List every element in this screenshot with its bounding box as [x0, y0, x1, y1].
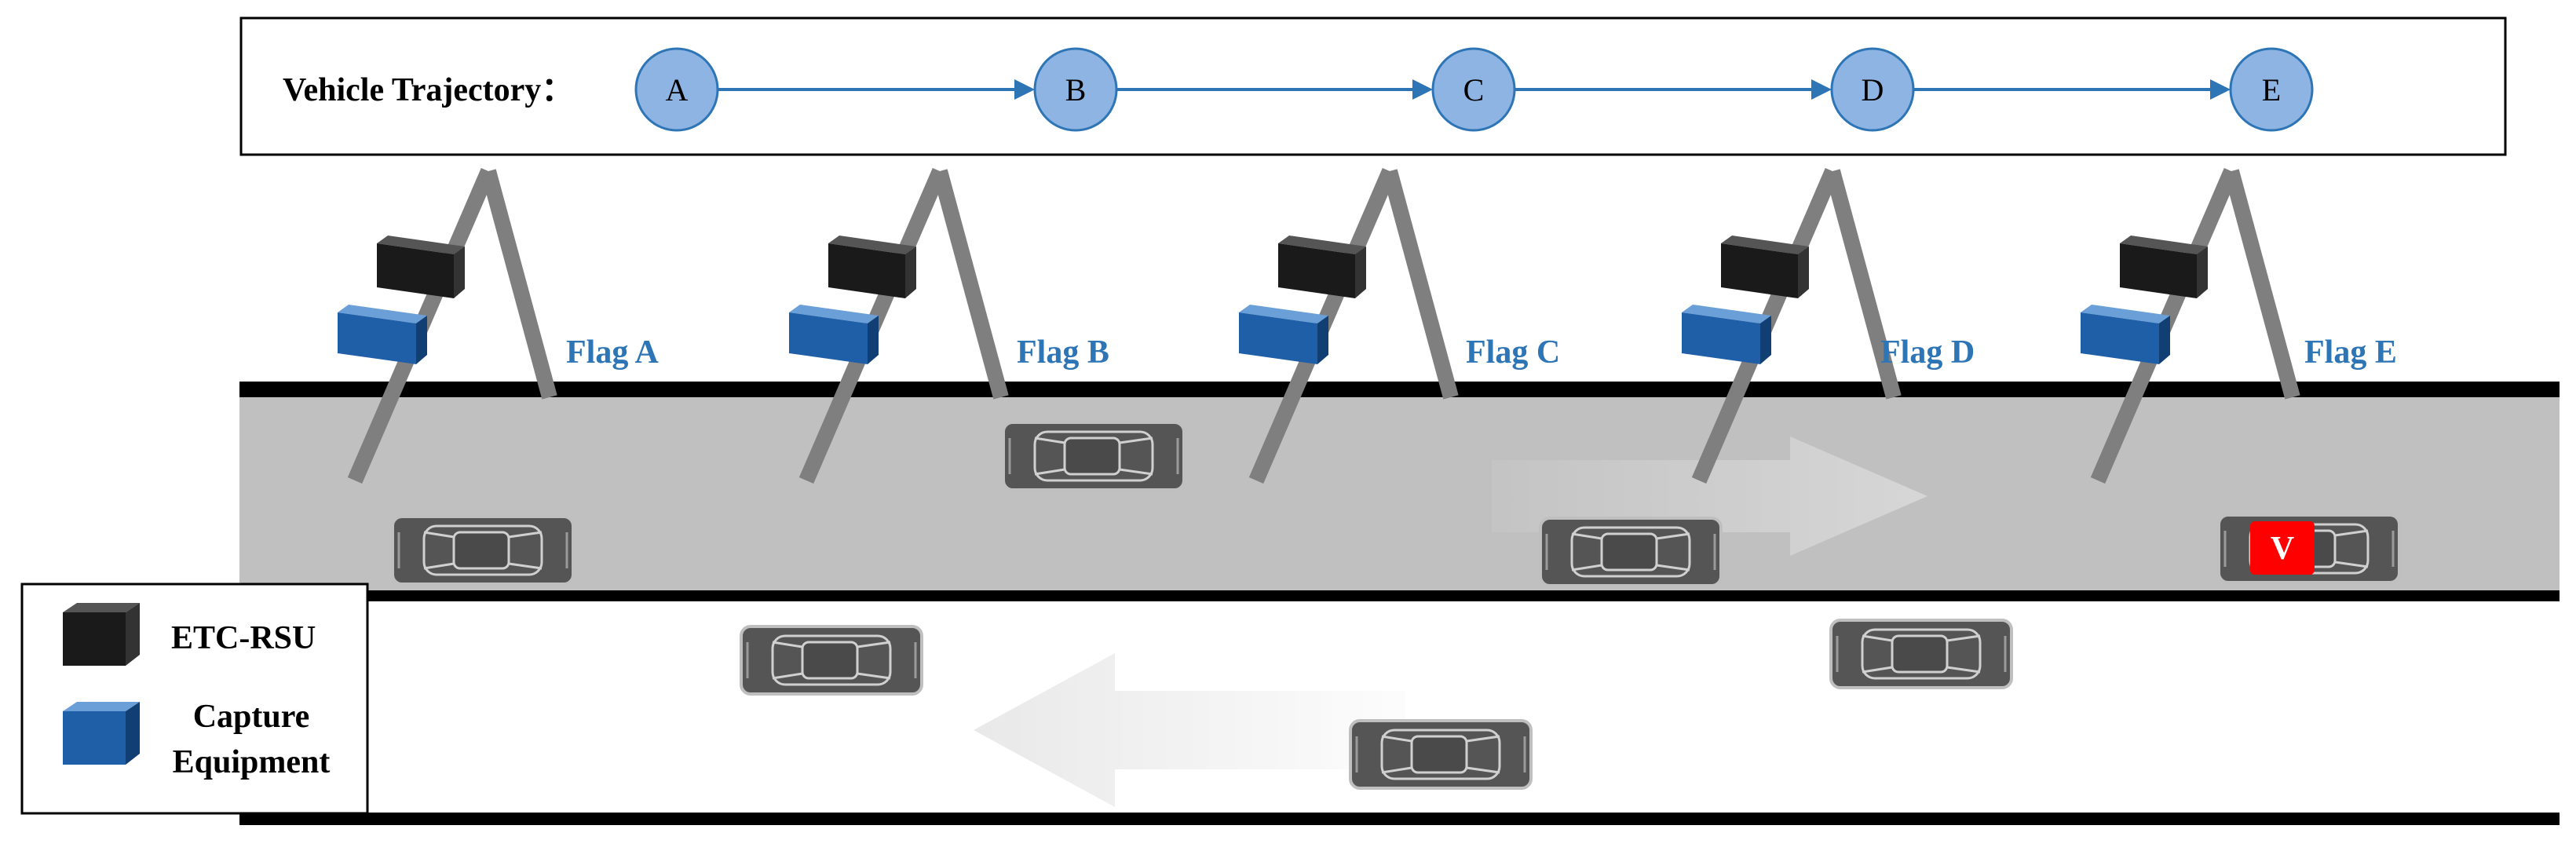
flag-label: Flag D: [1880, 334, 1975, 371]
gantry: Flag C: [1239, 168, 1560, 484]
vehicle: [391, 515, 575, 586]
trajectory-label: Vehicle Trajectory：: [283, 72, 574, 108]
vehicle: [1829, 619, 2013, 689]
legend-rsu-label: ETC-RSU: [171, 620, 316, 656]
capture-equipment: [789, 305, 879, 364]
trajectory-box: [239, 16, 2507, 156]
flag-label: Flag E: [2304, 334, 2397, 371]
legend-rsu-icon: [63, 603, 140, 666]
gantries: Flag A Flag B Flag C Flag D Flag E: [338, 168, 2397, 484]
trajectory-node: [1830, 47, 1915, 132]
trajectory-arrowhead: [1811, 79, 1832, 100]
trajectory-node-label: A: [666, 72, 689, 108]
capture-equipment: [2081, 305, 2170, 364]
vehicle: [1349, 719, 1533, 790]
trajectory-arrowhead: [1014, 79, 1035, 100]
target-badge: [2250, 521, 2315, 575]
direction-arrow-left: [974, 653, 1405, 807]
capture-equipment: [1239, 305, 1328, 364]
road-edge-top: [239, 382, 2560, 397]
trajectory-node: [1033, 47, 1118, 132]
road-divider: [239, 590, 2560, 601]
flag-label: Flag A: [566, 334, 660, 371]
capture-equipment: [338, 305, 427, 364]
vehicle: [1002, 421, 1186, 491]
gantry-brace: [932, 169, 1009, 400]
trajectory-node: [2229, 47, 2314, 132]
gantry-brace: [480, 169, 557, 400]
trajectory-arrowhead: [2210, 79, 2231, 100]
flag-label: Flag B: [1017, 334, 1109, 371]
capture-equipment: [1682, 305, 1771, 364]
vehicle: [740, 625, 923, 696]
gantry: Flag D: [1682, 168, 1975, 484]
trajectory-node-label: E: [2262, 72, 2281, 108]
vehicle: [1539, 517, 1723, 587]
trajectory-arrowhead: [1412, 79, 1433, 100]
road-edge-bottom: [239, 813, 2560, 825]
trajectory-node: [1431, 47, 1516, 132]
trajectory-node-label: C: [1463, 72, 1485, 108]
flag-label: Flag C: [1466, 334, 1560, 371]
trajectory-node-label: B: [1065, 72, 1087, 108]
legend-capture-label-2: Equipment: [173, 744, 331, 780]
trajectory-node: [634, 47, 719, 132]
gantry-brace: [1825, 169, 1902, 400]
trajectory-node-label: D: [1862, 72, 1884, 108]
road-upper-lane: [239, 389, 2560, 597]
etc-rsu: [1721, 236, 1809, 298]
gantry-brace: [1382, 169, 1459, 400]
etc-rsu: [377, 236, 465, 298]
gantry: Flag B: [789, 168, 1109, 484]
gantry: Flag E: [2081, 168, 2397, 484]
target-vehicle-label: V: [2271, 531, 2294, 567]
legend-capture-label-1: Capture: [193, 699, 310, 735]
gantry: Flag A: [338, 168, 660, 484]
legend-capture-icon: [63, 702, 140, 765]
gantry-brace: [2223, 169, 2300, 400]
etc-rsu: [1278, 236, 1366, 298]
trajectory-chain: A B C D E: [634, 47, 2314, 132]
etc-rsu: [2120, 236, 2208, 298]
etc-rsu: [828, 236, 916, 298]
